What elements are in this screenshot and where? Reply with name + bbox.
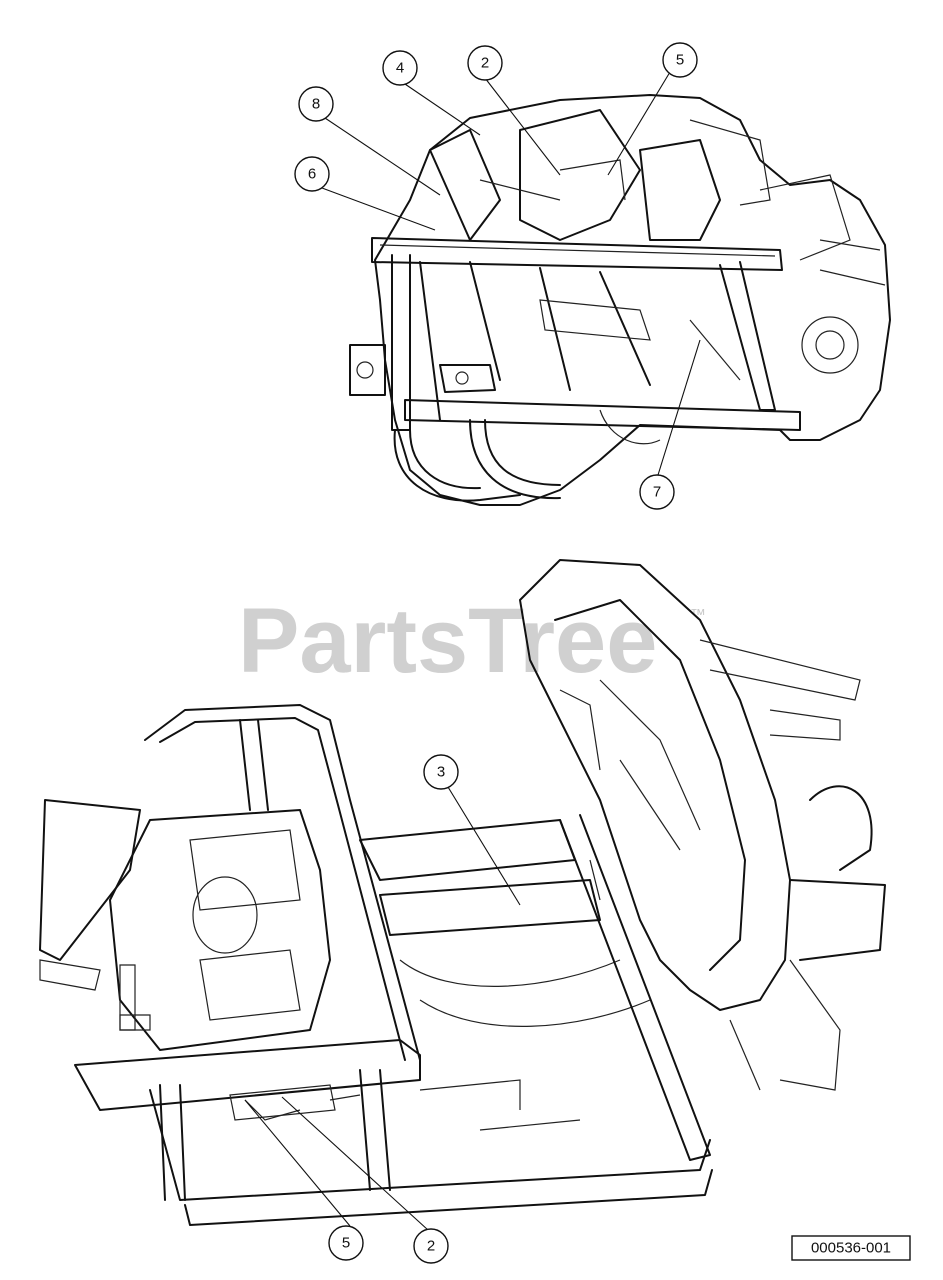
callout-bottom-5[interactable]: 5 bbox=[328, 1225, 364, 1261]
callout-top-2[interactable]: 2 bbox=[467, 45, 503, 81]
bottom-callouts: 3 5 2 bbox=[244, 754, 521, 1264]
bottom-assembly-view bbox=[39, 559, 886, 1226]
svg-text:2: 2 bbox=[481, 55, 489, 72]
top-assembly-view bbox=[349, 94, 891, 506]
reference-code-box: 000536-001 bbox=[791, 1235, 911, 1261]
svg-text:™: ™ bbox=[690, 607, 706, 624]
svg-text:4: 4 bbox=[396, 60, 404, 77]
callout-top-8[interactable]: 8 bbox=[298, 86, 334, 122]
callout-top-5[interactable]: 5 bbox=[662, 42, 698, 78]
svg-text:5: 5 bbox=[676, 52, 684, 69]
partstree-watermark: PartsTree ™ bbox=[238, 590, 706, 692]
callout-top-6[interactable]: 6 bbox=[294, 156, 330, 192]
callout-bottom-3[interactable]: 3 bbox=[423, 754, 459, 790]
svg-text:5: 5 bbox=[342, 1235, 350, 1252]
callout-top-4[interactable]: 4 bbox=[382, 50, 418, 86]
svg-text:6: 6 bbox=[308, 166, 316, 183]
svg-text:3: 3 bbox=[437, 764, 445, 781]
top-callouts: 4 2 5 8 6 7 bbox=[294, 42, 701, 510]
svg-text:8: 8 bbox=[312, 96, 320, 113]
svg-text:7: 7 bbox=[653, 484, 661, 501]
callout-bottom-2[interactable]: 2 bbox=[413, 1228, 449, 1264]
reference-code: 000536-001 bbox=[811, 1240, 891, 1257]
callout-top-7[interactable]: 7 bbox=[639, 474, 675, 510]
svg-text:PartsTree: PartsTree bbox=[238, 590, 657, 692]
svg-text:2: 2 bbox=[427, 1238, 435, 1255]
